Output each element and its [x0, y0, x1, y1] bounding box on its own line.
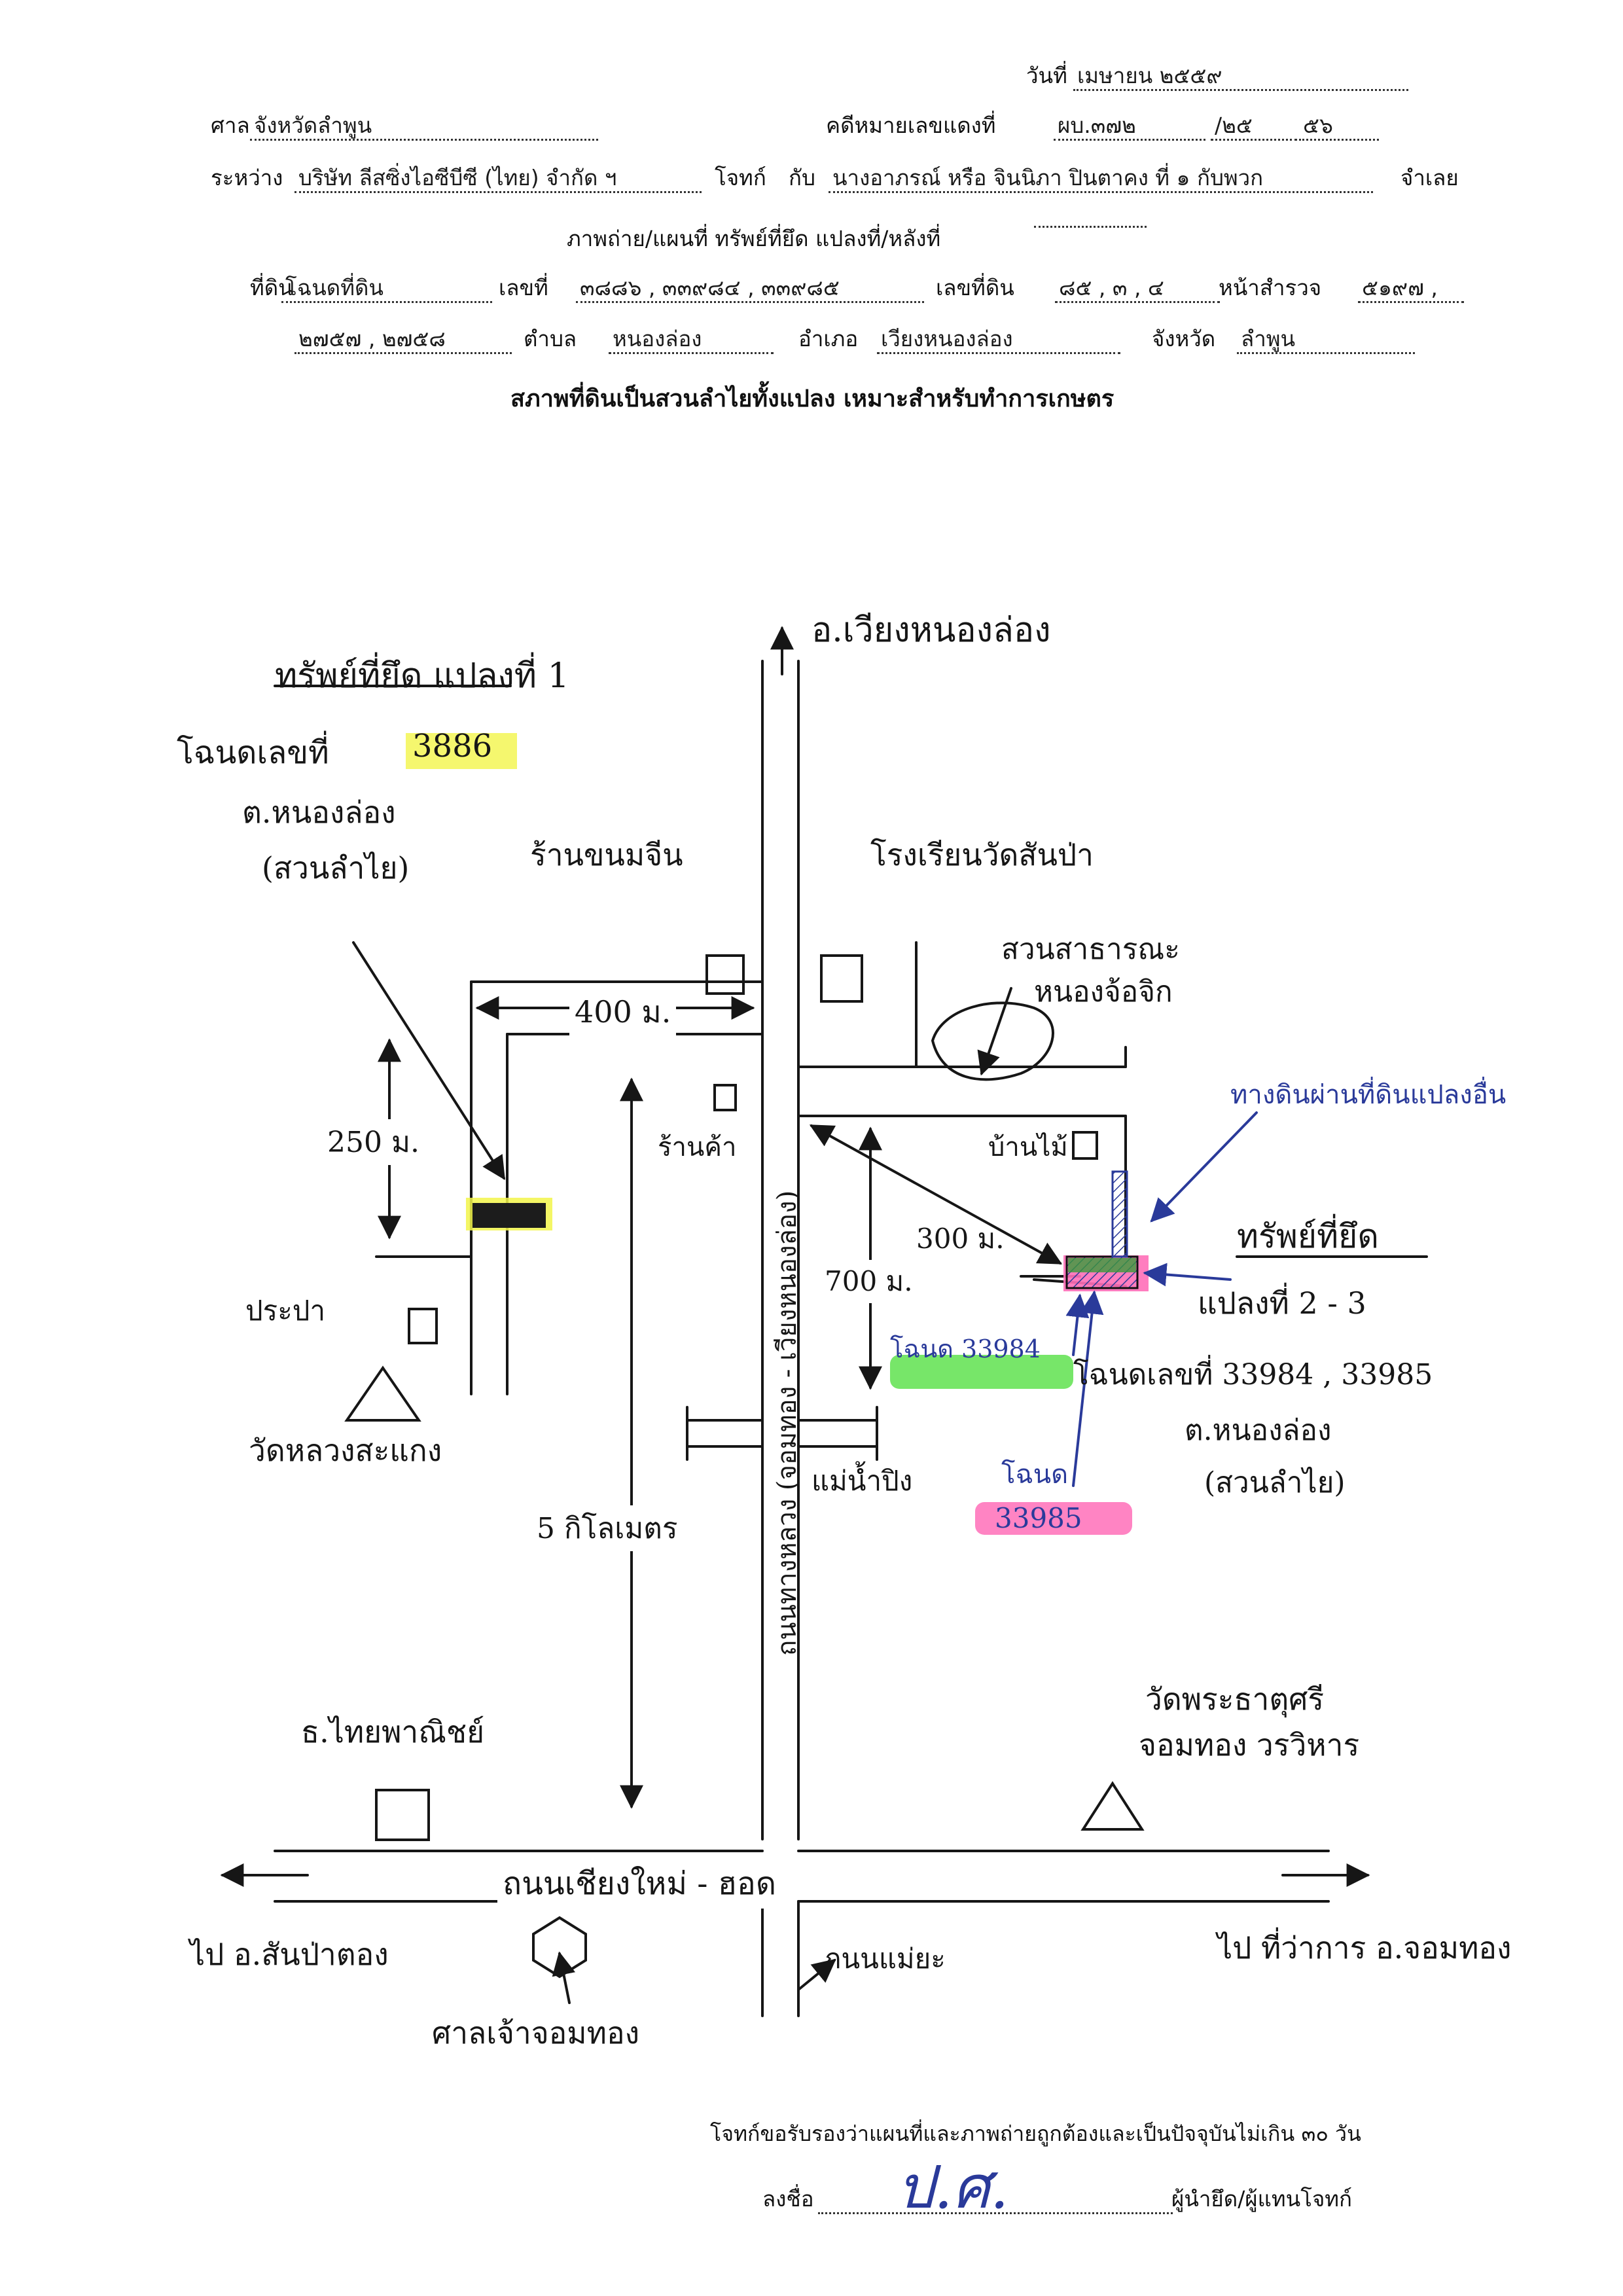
shrine-pointer	[552, 1951, 576, 2004]
temple-right-symbol	[1080, 1781, 1145, 1831]
land-no-label: เลขที่ดิน	[936, 275, 1014, 300]
date-label: วันที่	[1026, 63, 1067, 88]
school-box	[820, 954, 863, 1003]
to-sanpatong-label: ไป อ.สันป่าตอง	[190, 1937, 389, 1972]
case-label: คดีหมายเลขแดงที่	[826, 113, 996, 138]
survey-label: หน้าสำรวจ	[1219, 275, 1322, 300]
to-jomtong-label: ไป ที่ว่าการ อ.จอมทอง	[1217, 1930, 1512, 1965]
parcel1-deed-no: 3886	[412, 728, 493, 764]
shop-goods-label: ร้านค้า	[658, 1132, 737, 1162]
dist-700-label: 700 ม.	[825, 1260, 913, 1303]
bank-label: ธ.ไทยพาณิชย์	[301, 1714, 485, 1749]
survey-numbers-1: ๕๑๙๗ ,	[1358, 275, 1464, 303]
vertical-road-label: ถนนทางหลวง (จอมทอง - เวียงหนองล่อง)	[772, 1190, 802, 1656]
dirt-path-note: ทางดินผ่านที่ดินแปลงอื่น	[1230, 1080, 1507, 1110]
deed-33985-highlight	[975, 1502, 1132, 1535]
dist-250-label: 250 ม.	[327, 1119, 419, 1165]
court-value: จังหวัดลำพูน	[250, 113, 598, 141]
dist-300-arrow	[809, 1124, 1063, 1265]
with-label: กับ	[789, 165, 815, 190]
parcel1-subdistrict: ต.หนองล่อง	[242, 795, 396, 830]
parcel-blank	[1034, 226, 1147, 228]
survey-numbers-2: ๒๗๕๗ , ๒๗๕๘	[294, 326, 512, 354]
deed-numbers: ๓๘๘๖ , ๓๓๙๘๔ , ๓๓๙๘๕	[576, 275, 924, 303]
shop-rice-label: ร้านขนมจีน	[530, 837, 683, 872]
court-label: ศาล	[211, 113, 250, 138]
case-number: /๒๕	[1211, 113, 1297, 141]
signature: ป.ศ.	[897, 2153, 1009, 2222]
parcel1-use: (สวนลำไย)	[262, 850, 410, 886]
temple-right-label-1: วัดพระธาตุศรี	[1145, 1681, 1325, 1717]
deed-type: โฉนดที่ดิน	[281, 275, 492, 303]
parcel23-deeds: โฉนดเลขที่ 33984 , 33985	[1073, 1358, 1433, 1391]
parcel23-use: (สวนลำไย)	[1204, 1466, 1346, 1499]
defendant-role: จำเลย	[1400, 165, 1459, 190]
mae-ya-pointer	[797, 1958, 836, 1991]
province-label: จังหวัด	[1152, 326, 1216, 351]
subdistrict-label: ตำบล	[524, 326, 577, 351]
district-label: อำเภอ	[798, 326, 859, 351]
plaintiff: บริษัท ลีสซิ่งไอซีบีซี (ไทย) จำกัด ฯ	[294, 165, 702, 193]
pracha-pa-box	[408, 1308, 438, 1344]
parcel23-subtitle: แปลงที่ 2 - 3	[1198, 1285, 1366, 1321]
dirt-path-pointer	[1150, 1111, 1258, 1223]
mae-ya-road-label: ถนนแม่ยะ	[825, 1943, 946, 1975]
parcel23-subdistrict: ต.หนองล่อง	[1185, 1414, 1332, 1447]
wood-house-box	[1072, 1131, 1098, 1160]
pracha-pa-label: ประปา	[245, 1295, 326, 1327]
shrine-label: ศาลเจ้าจอมทอง	[432, 2015, 640, 2051]
case-year: ๕๖	[1299, 113, 1379, 141]
plaintiff-role: โจทก์	[715, 165, 766, 190]
wood-house-label: บ้านไม้	[988, 1132, 1068, 1162]
temple-left-symbol	[344, 1365, 421, 1422]
deed-3886-highlight	[406, 733, 517, 769]
signature-line	[818, 2186, 1173, 2214]
dist-5km-label: 5 กิโลเมตร	[537, 1505, 678, 1551]
date-value: เมษายน ๒๕๕๙	[1073, 63, 1408, 91]
land-numbers: ๘๕ , ๓ , ๔	[1055, 275, 1220, 303]
dist-300-label: 300 ม.	[916, 1223, 1005, 1255]
parcel23-pointer	[1143, 1263, 1232, 1287]
deed-33985-number: 33985	[995, 1502, 1082, 1534]
shop-goods-box	[713, 1084, 737, 1111]
sign-label: ลงชื่อ	[762, 2186, 814, 2212]
bank-box	[375, 1789, 430, 1841]
province: ลำพูน	[1237, 326, 1415, 354]
shop-rice-box	[705, 954, 745, 995]
parcel23-title: ทรัพย์ที่ยึด	[1237, 1217, 1379, 1255]
pond-shape	[931, 1001, 1054, 1081]
case-prefix: ผบ.๓๗๒	[1054, 113, 1205, 141]
to-north-label: อ.เวียงหนองล่อง	[812, 611, 1051, 650]
deed-33984-label: โฉนด 33984	[890, 1335, 1041, 1363]
public-park-label: สวนสาธารณะ	[1001, 933, 1180, 966]
deed-33984-highlight	[890, 1355, 1073, 1389]
dist-400-label: 400 ม.	[569, 988, 677, 1036]
temple-left-label: วัดหลวงสะแกง	[249, 1433, 442, 1468]
parcel1-title: ทรัพย์ที่ยึด แปลงที่ 1	[275, 656, 569, 696]
between-label: ระหว่าง	[211, 165, 283, 190]
land-label: ที่ดิน	[250, 275, 293, 300]
parcel1-shape	[473, 1203, 546, 1228]
temple-right-label-2: จอมทอง วรวิหาร	[1139, 1727, 1360, 1763]
district: เวียงหนองล่อง	[877, 326, 1120, 354]
deed-no-label: เลขที่	[499, 275, 548, 300]
certify-text: โจทก์ขอรับรองว่าแผนที่และภาพถ่ายถูกต้องแ…	[710, 2121, 1361, 2146]
school-label: โรงเรียนวัดสันป่า	[870, 837, 1094, 872]
pond-pointer	[977, 987, 1012, 1076]
defendant: นางอาภรณ์ หรือ จินนิภา ปินตาคง ที่ ๑ กับ…	[829, 165, 1373, 193]
photo-map-label: ภาพถ่าย/แผนที่ ทรัพย์ที่ยึด แปลงที่/หลัง…	[567, 226, 941, 251]
pond-label: หนองจ้อจิก	[1034, 975, 1173, 1009]
land-condition: สภาพที่ดินเป็นสวนลำไยทั้งแปลง เหมาะสำหรั…	[510, 386, 1115, 412]
horizontal-road-label: ถนนเชียงใหม่ - ฮอด	[497, 1859, 781, 1909]
parcel1-pointer	[352, 941, 505, 1181]
signer-role: ผู้นำยึด/ผู้แทนโจทก์	[1171, 2186, 1353, 2212]
subdistrict: หนองล่อง	[609, 326, 774, 354]
shrine-symbol	[532, 1916, 587, 1979]
dirt-path-hatch	[1111, 1170, 1128, 1258]
parcel1-deed-label: โฉนดเลขที่	[177, 734, 329, 771]
river-label: แม่น้ำปิง	[812, 1465, 913, 1497]
deed-33985-label: โฉนด	[1001, 1460, 1069, 1490]
